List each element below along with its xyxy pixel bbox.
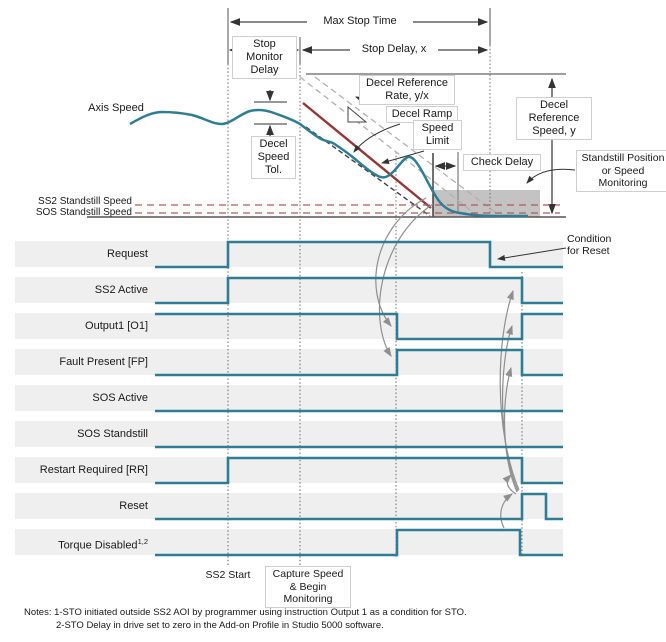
ss2-standstill-speed-label: SS2 Standstill Speed [38, 196, 132, 207]
signal-label: Restart Required [RR] [39, 464, 148, 476]
signal-waveform [155, 348, 563, 377]
arrow-reset-to-output1 [502, 324, 519, 492]
stop-delay-label: Stop Delay, x [350, 43, 438, 56]
signal-label: SOS Active [92, 392, 148, 404]
speed-limit-leader [381, 150, 425, 164]
signal-waveforms [155, 240, 563, 557]
notes-line-1: Notes: 1-STO initiated outside SS2 AOI b… [24, 607, 467, 618]
arrow-reset-to-fault [503, 366, 518, 493]
signal-label: Torque Disabled1,2 [58, 537, 148, 552]
decel-ramp-leader [353, 123, 401, 153]
decel-speed-tol-label: Decel Speed Tol. [251, 136, 296, 179]
arrow-reset-to-ss2 [499, 289, 520, 491]
speed-limit-label: Speed Limit [413, 120, 462, 150]
boundary-ticks [227, 8, 491, 64]
signal-row-band [15, 385, 563, 411]
decel-ramp-line [302, 102, 432, 209]
max-stop-time-label: Max Stop Time [307, 15, 413, 28]
signal-label: SS2 Active [94, 284, 148, 296]
stop-monitor-delay-label: Stop Monitor Delay [232, 36, 297, 79]
leader-lines [353, 93, 576, 261]
sos-standstill-speed-label: SOS Standstill Speed [35, 207, 132, 218]
signal-waveform [155, 492, 563, 521]
capture-speed-label: Capture Speed & Begin Monitoring [265, 566, 351, 608]
arrow-reset-to-restart [502, 474, 517, 495]
decel-tol-ticks [254, 101, 287, 125]
ss2-start-label: SS2 Start [205, 569, 251, 581]
signal-row-band [15, 277, 563, 303]
signal-row-band [15, 457, 563, 483]
standstill-monitoring-leader [526, 168, 576, 184]
axis-speed-curve [129, 108, 528, 218]
condition-for-reset-label: Condition for Reset [567, 233, 629, 257]
decel-reference-rate-line-2 [314, 76, 500, 216]
decel-reference-rate-line-1 [299, 76, 479, 217]
event-dotted-lines [227, 45, 523, 567]
signal-row-bands [15, 241, 563, 555]
arrow-torque-to-reset [500, 493, 513, 529]
slope-indicator-triangle [347, 105, 368, 123]
signal-row-band [15, 421, 563, 447]
signal-row-band [15, 349, 563, 375]
arrow-speed-to-output1 [375, 197, 427, 327]
signal-row-band [15, 313, 563, 339]
signal-row-band [15, 241, 563, 267]
check-delay-label: Check Delay [463, 154, 541, 171]
signal-label: Reset [119, 500, 148, 512]
condition-for-reset-leader [497, 247, 567, 261]
arrow-speed-to-fault [378, 203, 434, 358]
signal-label: Output1 [O1] [85, 320, 148, 332]
signal-row-band [15, 529, 563, 555]
signal-waveform [155, 312, 563, 341]
decel-reference-rate-label: Decel Reference Rate, y/x [359, 75, 455, 105]
signal-waveform [155, 276, 563, 305]
signal-row-band [15, 493, 563, 519]
notes-line-2: 2-STO Delay in drive set to zero in the … [56, 620, 384, 631]
signal-waveform [155, 240, 563, 269]
signal-label: Request [107, 248, 148, 260]
standstill-monitoring-label: Standstill Position or Speed Monitoring [576, 150, 666, 192]
signal-label: SOS Standstill [77, 428, 148, 440]
relationship-arrows [375, 197, 520, 529]
decel-reference-speed-label: Decel Reference Speed, y [516, 97, 592, 140]
axis-speed-label: Axis Speed [88, 102, 144, 114]
signal-waveform [155, 456, 563, 485]
signal-label: Fault Present [FP] [59, 356, 148, 368]
signal-waveform [155, 528, 563, 557]
